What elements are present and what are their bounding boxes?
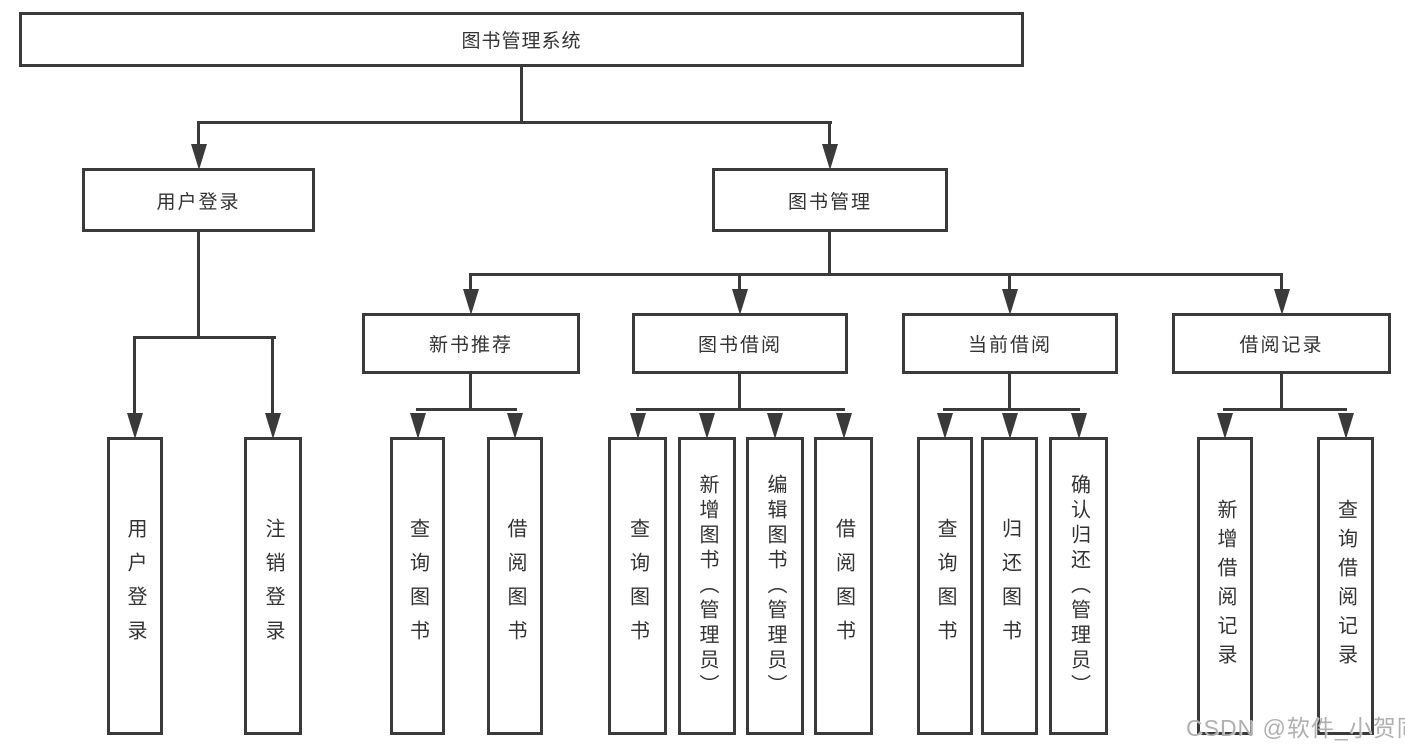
arrowhead-down-icon [1070, 413, 1087, 439]
arrowhead-down-icon [767, 413, 783, 439]
leaf-label: 确认归还（管理员） [1067, 473, 1090, 699]
arrowhead-down-icon [822, 144, 838, 170]
connector-hline [943, 408, 1080, 411]
connector-vline [1008, 374, 1011, 411]
leaf-label: 归还图书 [998, 518, 1021, 654]
leaf-return-books: 归还图书 [981, 437, 1038, 735]
leaf-edit-books-admin: 编辑图书（管理员） [746, 437, 804, 735]
leaf-label: 查询图书 [406, 518, 429, 654]
node-label: 图书管理系统 [461, 31, 582, 52]
leaf-add-borrow-record: 新增借阅记录 [1197, 437, 1253, 735]
arrowhead-down-icon [507, 413, 523, 439]
connector-vline [1008, 273, 1011, 293]
arrowhead-down-icon [190, 144, 207, 170]
node-label: 当前借阅 [967, 335, 1052, 356]
connector-vline [1280, 273, 1283, 293]
node-library-system: 图书管理系统 [19, 12, 1024, 67]
leaf-label: 借阅图书 [832, 518, 855, 654]
arrowhead-down-icon [265, 413, 281, 439]
node-label: 图书借阅 [697, 335, 782, 356]
leaf-user-login: 用户登录 [107, 437, 163, 735]
connector-vline [738, 374, 741, 411]
arrowhead-down-icon [127, 413, 143, 439]
arrowhead-down-icon [1337, 413, 1354, 439]
leaf-confirm-return-admin: 确认归还（管理员） [1049, 437, 1108, 735]
arrowhead-down-icon [835, 413, 852, 439]
connector-vline [197, 232, 200, 339]
connector-hline [636, 408, 845, 411]
arrowhead-down-icon [1001, 413, 1018, 439]
node-label: 新书推荐 [428, 335, 513, 356]
leaf-add-books-admin: 新增图书（管理员） [678, 437, 736, 735]
node-new-book-recommend: 新书推荐 [362, 313, 580, 374]
connector-vline [520, 67, 523, 124]
node-book-management: 图书管理 [712, 168, 948, 232]
arrowhead-down-icon [409, 413, 426, 439]
leaf-label: 注销登录 [262, 518, 284, 654]
arrowhead-down-icon [629, 413, 646, 439]
node-label: 图书管理 [787, 191, 872, 213]
node-user-login: 用户登录 [82, 168, 315, 232]
connector-vline [1280, 374, 1283, 411]
connector-vline [469, 273, 472, 293]
leaf-label: 查询图书 [626, 518, 649, 654]
connector-hline [1223, 408, 1347, 411]
node-book-borrow: 图书借阅 [632, 313, 848, 374]
connector-vline [469, 374, 472, 411]
connector-vline [828, 121, 831, 147]
arrowhead-down-icon [463, 289, 479, 315]
arrowhead-down-icon [1002, 289, 1018, 315]
leaf-query-books-recommend: 查询图书 [390, 437, 445, 735]
connector-hline [469, 273, 1283, 276]
leaf-label: 新增借阅记录 [1214, 499, 1236, 673]
node-current-borrow: 当前借阅 [902, 313, 1118, 374]
leaf-query-books-borrow: 查询图书 [608, 437, 667, 735]
leaf-query-books-current: 查询图书 [917, 437, 973, 735]
connector-vline [828, 232, 831, 276]
leaf-logout: 注销登录 [244, 437, 302, 735]
connector-vline [197, 121, 200, 147]
leaf-label: 编辑图书（管理员） [764, 473, 786, 699]
arrowhead-down-icon [732, 289, 748, 315]
leaf-label: 借阅图书 [504, 518, 526, 654]
leaf-borrow-books: 借阅图书 [814, 437, 873, 735]
connector-hline [416, 408, 517, 411]
arrowhead-down-icon [1217, 413, 1233, 439]
node-label: 借阅记录 [1239, 335, 1324, 356]
connector-vline [271, 336, 274, 414]
leaf-label: 查询借阅记录 [1334, 499, 1357, 673]
leaf-borrow-books-recommend: 借阅图书 [487, 437, 543, 735]
leaf-label: 新增图书（管理员） [696, 473, 718, 699]
node-borrow-record: 借阅记录 [1172, 313, 1391, 374]
connector-vline [738, 273, 741, 293]
arrowhead-down-icon [1273, 289, 1290, 315]
connector-hline [197, 121, 832, 124]
watermark: CSDN @软件_小贺同学 [1186, 715, 1405, 741]
connector-vline [133, 336, 136, 414]
leaf-label: 用户登录 [124, 518, 146, 654]
node-label: 用户登录 [156, 191, 241, 213]
connector-hline [133, 336, 276, 339]
arrowhead-down-icon [937, 413, 953, 439]
arrowhead-down-icon [699, 413, 715, 439]
leaf-label: 查询图书 [934, 518, 956, 654]
leaf-query-borrow-record: 查询借阅记录 [1317, 437, 1374, 735]
